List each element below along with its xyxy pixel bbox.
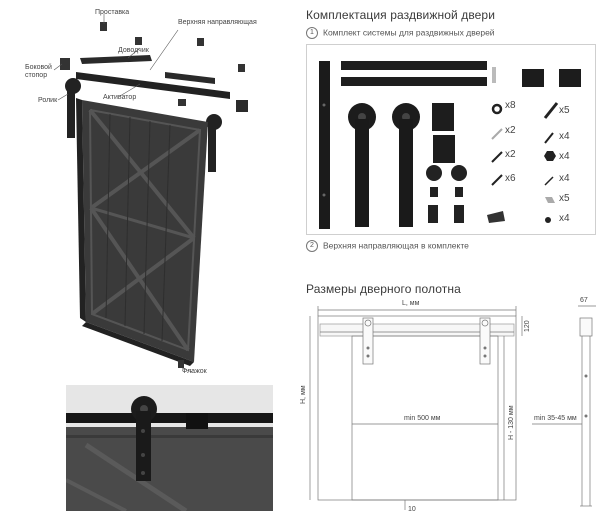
kit-item-2-number: 2 xyxy=(306,240,318,252)
kit-item-2: 2 Верхняя направляющая в комплекте xyxy=(306,240,469,252)
qty-spacer: x5 xyxy=(559,193,570,204)
qty-pin2: x2 xyxy=(505,149,516,160)
exploded-view: Проставка Верхняя направляющая Доводчик … xyxy=(0,0,280,385)
label-roller: Ролик xyxy=(38,97,58,104)
pin3-icon xyxy=(491,174,503,186)
dim-side: 67 xyxy=(580,297,588,304)
label-top-rail: Верхняя направляющая xyxy=(178,19,257,26)
small-screw-icon xyxy=(544,176,554,186)
label-closer: Доводчик xyxy=(118,47,149,54)
spacer-icon xyxy=(545,197,555,203)
dim-top-gap: 120 xyxy=(524,320,531,332)
side-stopper-part xyxy=(60,58,70,70)
dot-nut-icon xyxy=(545,217,551,223)
dim-l-mm: L, мм xyxy=(402,300,420,307)
dimensions-title: Размеры дверного полотна xyxy=(306,282,461,296)
floor-guide-part xyxy=(178,360,184,368)
label-activator: Активатор xyxy=(103,94,137,101)
qty-washer: x8 xyxy=(505,100,516,111)
dim-h-mm: H, мм xyxy=(300,385,307,404)
dimension-drawing-svg xyxy=(309,305,596,510)
qty-dot-nut: x4 xyxy=(559,213,570,224)
qty-small-screw: x4 xyxy=(559,173,570,184)
washer-icon xyxy=(491,103,503,115)
dim-h-minus: H - 130 мм xyxy=(508,405,515,440)
kit-contents-panel: x8 x5 x2 x4 x2 x4 x6 x4 x5 x4 xyxy=(306,44,596,235)
spacer-part xyxy=(100,22,107,31)
barn-door xyxy=(76,98,208,366)
dim-bottom-gap: 10 xyxy=(408,506,416,513)
kit-item-1-number: 1 xyxy=(306,27,318,39)
label-spacer: Проставка xyxy=(95,9,130,16)
kit-item-2-text: Верхняя направляющая в комплекте xyxy=(323,240,469,251)
bolt-icon xyxy=(543,102,559,119)
kit-title: Комплектация раздвижной двери xyxy=(306,8,496,22)
qty-screw1: x4 xyxy=(559,131,570,142)
kit-item-1: 1 Комплект системы для раздвижных дверей xyxy=(306,27,495,39)
nut-icon xyxy=(544,151,556,161)
qty-pin1: x2 xyxy=(505,125,516,136)
label-floor-guide: Флажок xyxy=(182,368,207,375)
qty-pin3: x6 xyxy=(505,173,516,184)
kit-parts-illustration xyxy=(319,61,581,229)
kit-item-1-text: Комплект системы для раздвижных дверей xyxy=(323,27,495,38)
roller-left xyxy=(65,78,81,138)
qty-nut: x4 xyxy=(559,151,570,162)
product-photo xyxy=(66,385,273,511)
qty-long-bolt: x5 xyxy=(559,105,570,116)
dim-min-thickness: min 35-45 мм xyxy=(534,415,577,422)
dim-min-width: min 500 мм xyxy=(404,415,441,422)
pin2-icon xyxy=(491,151,503,163)
roller-right xyxy=(206,114,222,172)
top-rail-part xyxy=(76,55,230,99)
exploded-illustration xyxy=(53,14,248,373)
label-side-stopper: Боковой стопор xyxy=(25,64,52,79)
dimension-drawing: L, мм H, мм min 500 мм H - 130 мм min 35… xyxy=(300,296,606,516)
screw-icon xyxy=(544,132,554,144)
pin-icon xyxy=(491,128,503,140)
